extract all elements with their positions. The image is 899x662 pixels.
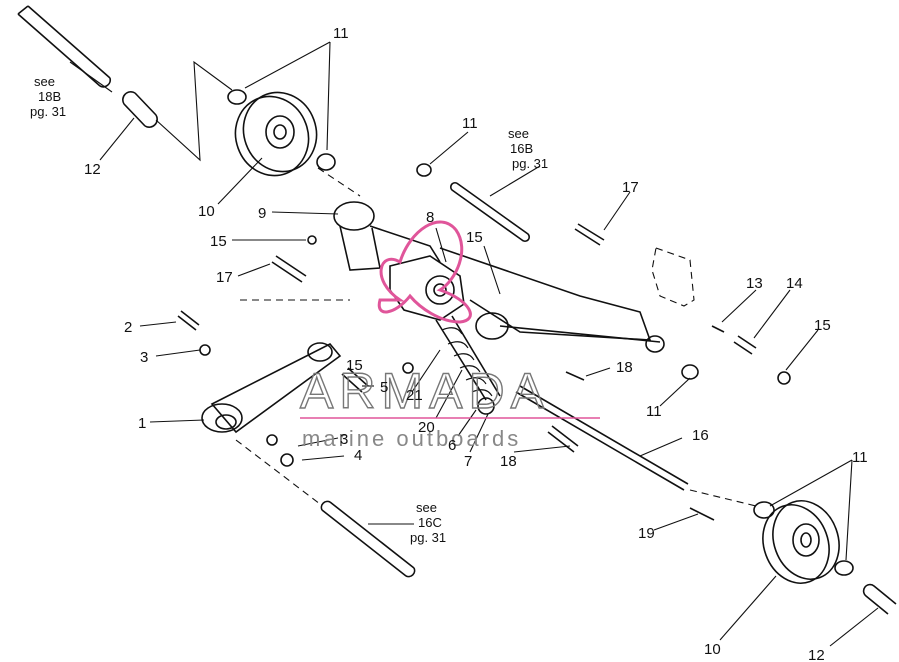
upper-left-shaft [17,5,112,88]
spring-shock [435,315,501,415]
callout-12-lower: 12 [808,647,825,662]
sleeve-14 [733,335,757,355]
axis-line-lower-left [235,439,321,505]
callout-numbers: 11 12 10 9 15 17 2 3 1 11 8 15 17 13 14 … [84,25,868,662]
lower-left-shaft [320,500,416,578]
bracket-phantom [651,247,695,307]
axis-line-upper [317,167,361,197]
spacer-5 [341,367,369,393]
callout-10-lower: 10 [704,641,721,658]
callout-2: 2 [124,319,132,336]
callout-19: 19 [638,525,655,542]
washer-3-lower [266,434,278,446]
callout-5: 5 [380,379,388,396]
pivot-arm-9 [333,201,441,271]
reference-16c: see 16C pg. 31 [410,500,446,545]
nut-15-left [307,235,317,245]
callout-10-upper: 10 [198,203,215,220]
bolt-2 [177,310,200,331]
washer-11-mid [681,364,699,380]
callout-20: 20 [418,419,435,436]
watermark-brand: ARMADA [300,363,550,419]
callout-13: 13 [746,275,763,292]
pin-13 [711,325,725,333]
callout-4: 4 [354,447,362,464]
nut-15-right [777,371,791,385]
callout-18-upper: 18 [616,359,633,376]
leader-group-upper-left [155,60,233,162]
callout-15-mid: 15 [466,229,483,246]
bolt-17-right [574,223,605,246]
shaft-16 [515,385,689,491]
watermark-mark [377,220,472,324]
callout-15-center: 15 [346,357,363,374]
wheel-10-lower [762,500,840,584]
wheel-10-upper [234,91,318,177]
callout-15-right: 15 [814,317,831,334]
spacer-12-upper [122,91,158,128]
washer-11-lower-a [753,501,775,519]
watermark-logo [377,220,472,324]
washer-11-c [416,163,432,177]
pin-19 [689,507,715,521]
washer-11-b [316,153,336,171]
leader-lines [69,41,879,647]
washer-11-lower-b [834,560,854,576]
callout-11-lower-right: 11 [852,449,868,466]
washer-3-upper [199,344,211,356]
bolt-17-left [271,255,307,283]
reference-18b: see 18B pg. 31 [30,74,66,119]
sleeve-upper [449,181,531,243]
callout-3-lower: 3 [340,431,348,448]
callout-11-top-left: 11 [333,25,349,42]
nut-4 [280,453,294,467]
washer-11-a [227,89,247,105]
spacer-12-lower [862,583,897,615]
callout-18-lower: 18 [500,453,517,470]
callout-8: 8 [426,209,434,226]
callout-7: 7 [464,453,472,470]
axis-line-lower-right [689,489,757,507]
callout-6: 6 [448,437,456,454]
callout-15-left: 15 [210,233,227,250]
link-1 [201,342,342,434]
callout-21: 21 [406,387,423,404]
bolt-18-upper [565,371,585,381]
callout-12-upper: 12 [84,161,101,178]
callout-11-upper-mid: 11 [462,115,478,132]
main-arm [439,247,665,353]
bolt-18-lower [547,425,579,453]
callout-17-left: 17 [216,269,233,286]
callout-14: 14 [786,275,803,292]
callout-1: 1 [138,415,146,432]
callout-9: 9 [258,205,266,222]
reference-16b: see 16B pg. 31 [508,126,548,171]
watermark-tagline: marine outboards [302,426,521,451]
callout-17-right: 17 [622,179,639,196]
callout-11-mid-right: 11 [646,403,662,420]
nut-15-center [402,362,414,374]
callout-16: 16 [692,427,709,444]
callout-3-upper: 3 [140,349,148,366]
